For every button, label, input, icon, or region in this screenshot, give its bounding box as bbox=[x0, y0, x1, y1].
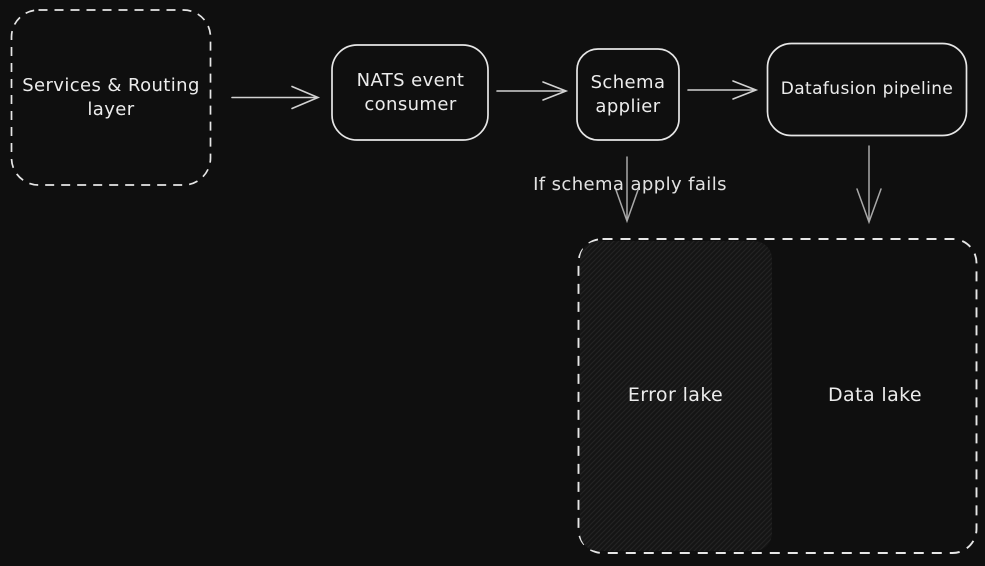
services-routing-node bbox=[10, 9, 212, 186]
arrow-schema-to-datafusion bbox=[687, 80, 759, 100]
arrow-datafusion-to-data-lake bbox=[856, 145, 882, 225]
schema-applier-node bbox=[576, 48, 680, 141]
nats-consumer-node bbox=[331, 44, 489, 141]
error-lake-region bbox=[580, 241, 772, 551]
datafusion-pipeline-node bbox=[766, 42, 968, 137]
arrow-schema-to-error-lake bbox=[615, 156, 639, 224]
arrow-nats-to-schema bbox=[496, 81, 569, 101]
arrow-services-to-nats bbox=[231, 85, 321, 110]
lakes-container-node bbox=[577, 238, 978, 554]
